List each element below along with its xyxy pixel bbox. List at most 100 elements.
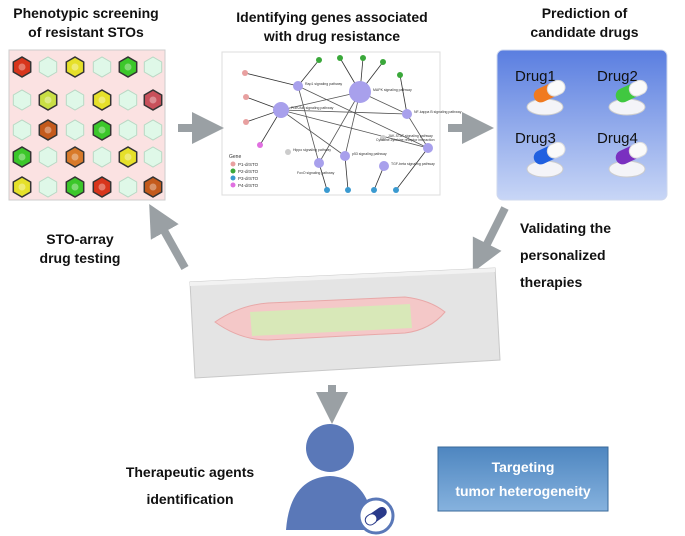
- pathway-node: [314, 158, 324, 168]
- pathway-node: [349, 81, 371, 103]
- capsule-icon: [526, 141, 566, 178]
- well-empty: [92, 56, 112, 78]
- pathway-node: [285, 149, 291, 155]
- pathway-label: MAPK signaling pathway: [373, 88, 412, 92]
- gene-node: [345, 187, 351, 193]
- organoid-icon: [18, 63, 26, 71]
- network-edge: [244, 72, 299, 87]
- network-edge: [399, 74, 408, 115]
- pathway-label: p53 signaling pathway: [352, 152, 387, 156]
- pathway-node: [379, 161, 389, 171]
- network-edge: [318, 91, 361, 164]
- gene-node: [380, 59, 386, 65]
- network-edge: [344, 155, 349, 191]
- gene-node: [243, 119, 249, 125]
- organoid-icon: [18, 183, 26, 191]
- pathway-node: [273, 102, 289, 118]
- well-empty: [38, 146, 58, 168]
- legend-label: P1-drSTO: [238, 162, 259, 167]
- well-empty: [38, 176, 58, 198]
- organoid-icon: [124, 63, 132, 71]
- well-plate-panel: [8, 49, 166, 201]
- arrow-down-left: [472, 206, 509, 273]
- targeting-box: [437, 446, 609, 512]
- network-edge: [280, 91, 361, 111]
- gene-node: [397, 72, 403, 78]
- network-edge: [297, 59, 320, 87]
- gene-node: [316, 57, 322, 63]
- well-red: [92, 176, 112, 198]
- well-empty: [12, 119, 32, 141]
- gene-node: [360, 55, 366, 61]
- legend-label: P4-drSTO: [238, 183, 259, 188]
- pathway-label: Hippo signaling pathway: [293, 148, 331, 152]
- well-green: [12, 146, 32, 168]
- well-empty: [65, 119, 85, 141]
- organoid-icon: [149, 96, 157, 104]
- well-empty: [65, 89, 85, 111]
- well-green: [118, 56, 138, 78]
- network-edge: [280, 109, 429, 149]
- network-edge: [280, 109, 346, 157]
- legend-label: P2-drSTO: [238, 169, 259, 174]
- network-edge: [297, 85, 320, 164]
- gene-node: [257, 142, 263, 148]
- gene-node: [371, 187, 377, 193]
- capsule-icon: [608, 141, 648, 178]
- legend-title: Gene: [229, 154, 241, 160]
- well-brown: [143, 176, 163, 198]
- pathway-node: [293, 81, 303, 91]
- pathway-node: [340, 151, 350, 161]
- well-orange: [65, 146, 85, 168]
- pathway-node: [423, 143, 433, 153]
- well-empty: [118, 89, 138, 111]
- organoid-icon: [44, 96, 52, 104]
- well-empty: [92, 146, 112, 168]
- gene-node: [324, 187, 330, 193]
- well-empty: [118, 119, 138, 141]
- well-pink: [143, 89, 163, 111]
- legend-marker: [230, 161, 236, 167]
- well-empty: [143, 56, 163, 78]
- well-brown: [38, 119, 58, 141]
- sto-array-slide: [189, 267, 501, 379]
- well-empty: [12, 89, 32, 111]
- well-yellowgreen: [38, 89, 58, 111]
- organoid-icon: [18, 153, 26, 161]
- capsule-icon: [608, 79, 648, 116]
- pathway-label: JAK-STAT signaling pathway: [388, 134, 433, 138]
- capsule-icon: [526, 79, 566, 116]
- organoid-icon: [71, 63, 79, 71]
- pathway-node: [402, 109, 412, 119]
- drug-label: Drug1: [515, 68, 556, 85]
- pathway-label: Cytokine-cytokine receptor interaction: [376, 138, 435, 142]
- drug-label: Drug4: [597, 130, 638, 147]
- organoid-icon: [44, 126, 52, 134]
- well-green: [92, 119, 112, 141]
- organoid-icon: [98, 126, 106, 134]
- well-yellow: [65, 56, 85, 78]
- well-yellow: [92, 89, 112, 111]
- gene-node: [337, 55, 343, 61]
- drug-label: Drug3: [515, 130, 556, 147]
- well-empty: [118, 176, 138, 198]
- well-empty: [143, 119, 163, 141]
- drug-label: Drug2: [597, 68, 638, 85]
- network-edge: [406, 113, 429, 149]
- network-panel: [221, 51, 441, 196]
- organoid-icon: [98, 96, 106, 104]
- legend-marker: [230, 175, 236, 181]
- pathway-label: FoxO signaling pathway: [297, 171, 335, 175]
- organoid-icon: [149, 183, 157, 191]
- network-edge: [280, 109, 408, 115]
- organoid-icon: [98, 183, 106, 191]
- gene-node: [242, 70, 248, 76]
- pathway-label: PI3K/Akt signaling pathway: [291, 106, 334, 110]
